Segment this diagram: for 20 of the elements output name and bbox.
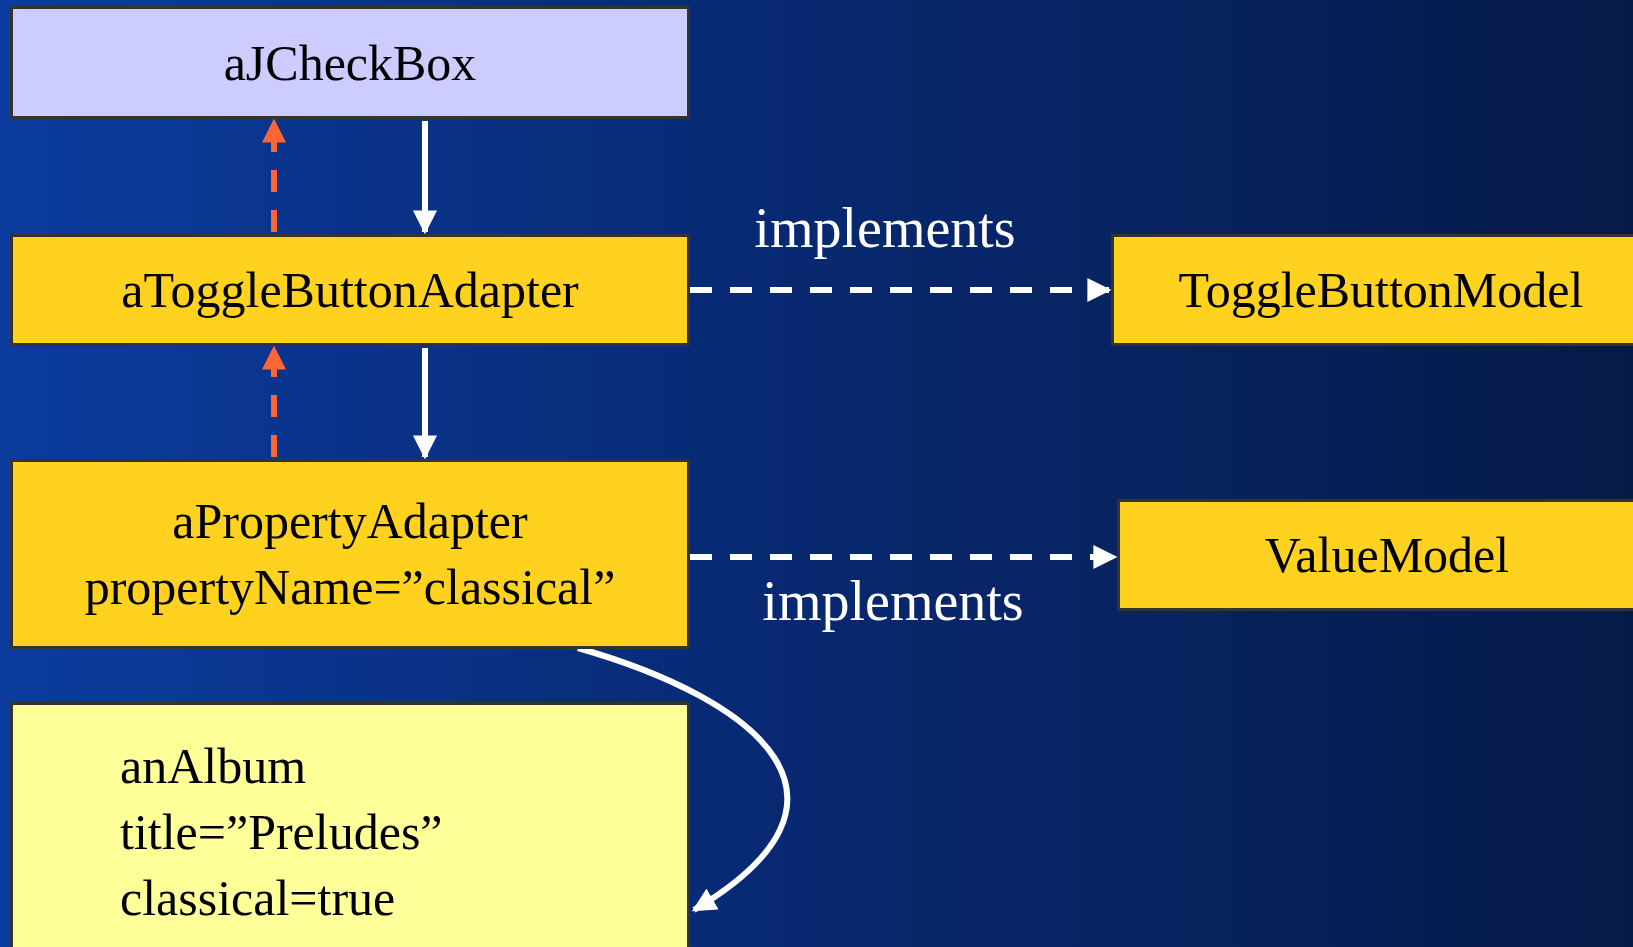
- object-box: [10, 6, 690, 119]
- object-box: [10, 234, 690, 346]
- arrow: [690, 545, 1118, 569]
- edge-label: implements: [754, 196, 1016, 260]
- object-box: [10, 702, 690, 947]
- object-box: [10, 459, 690, 649]
- object-label: ToggleButtonModel: [1178, 261, 1584, 320]
- object-label: anAlbum title=”Preludes” classical=true: [120, 737, 444, 928]
- edge-label: implements: [762, 569, 1024, 633]
- arrow: [262, 345, 286, 457]
- object-label: aPropertyAdapter propertyName=”classical”: [83, 492, 617, 617]
- object-label: ValueModel: [1264, 526, 1510, 585]
- object-box: [1117, 499, 1633, 611]
- arrow: [413, 121, 437, 235]
- arrow: [690, 278, 1112, 302]
- arrow: [413, 348, 437, 460]
- object-box: [1111, 234, 1633, 346]
- object-label: aToggleButtonAdapter: [121, 261, 579, 320]
- arrow: [262, 118, 286, 232]
- object-label: aJCheckBox: [223, 33, 477, 93]
